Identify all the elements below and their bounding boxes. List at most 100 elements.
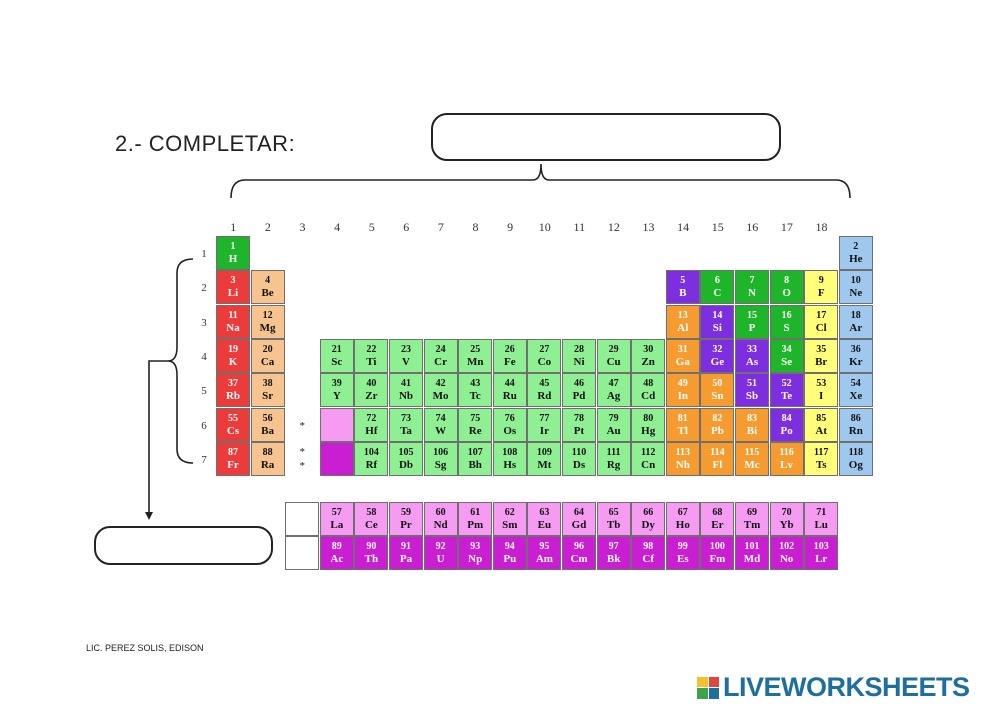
group-number: 5 <box>368 220 375 234</box>
element-cell <box>319 441 354 476</box>
atomic-number: 77 <box>539 412 550 424</box>
atomic-number: 89 <box>331 541 342 553</box>
periods-arrow-line <box>148 360 168 512</box>
element-symbol: W <box>435 424 447 437</box>
atomic-number: 8 <box>784 275 790 287</box>
atomic-number: 85 <box>816 412 827 424</box>
atomic-number: 6 <box>714 275 720 287</box>
element-symbol: H <box>228 253 238 265</box>
atomic-number: 76 <box>504 412 515 424</box>
element-symbol: Ag <box>606 390 621 403</box>
atomic-number: 52 <box>781 378 792 390</box>
atomic-number: 12 <box>262 309 273 321</box>
worksheet-title: 2.- COMPLETAR: <box>115 131 296 156</box>
element-symbol: Ce <box>364 519 378 531</box>
atomic-number: 39 <box>331 378 342 390</box>
atomic-number: 34 <box>781 343 792 355</box>
atomic-number: 107 <box>467 446 483 458</box>
atomic-number: 1 <box>230 241 236 252</box>
atomic-number: 24 <box>435 343 446 355</box>
element-symbol: Hs <box>503 458 517 471</box>
element-symbol: Rf <box>365 458 378 471</box>
atomic-number: 109 <box>536 446 552 458</box>
atomic-number: 37 <box>228 378 238 390</box>
atomic-number: 7 <box>749 275 755 287</box>
series-marker: * <box>299 419 305 432</box>
atomic-number: 69 <box>747 507 757 518</box>
element-symbol: Tl <box>677 424 688 437</box>
atomic-number: 111 <box>606 446 621 458</box>
atomic-number: 103 <box>813 541 829 553</box>
element-symbol: Tb <box>606 519 621 531</box>
atomic-number: 58 <box>366 507 377 518</box>
element-symbol: U <box>436 553 445 566</box>
element-symbol: Yb <box>779 519 794 531</box>
element-symbol: Sr <box>262 390 274 403</box>
element-symbol: Md <box>743 553 761 566</box>
period-number: 7 <box>201 453 207 466</box>
element-symbol: Rb <box>225 390 241 403</box>
atomic-number: 117 <box>813 446 829 458</box>
atomic-number: 79 <box>608 412 619 424</box>
element-symbol: Te <box>780 390 793 403</box>
series-marker: * <box>299 459 305 472</box>
atomic-number: 75 <box>470 412 481 424</box>
atomic-number: 31 <box>677 343 688 355</box>
periods-answer-box[interactable] <box>94 526 273 565</box>
atomic-number: 3 <box>230 275 236 287</box>
element-symbol: Cm <box>570 553 588 566</box>
atomic-number: 104 <box>363 446 379 458</box>
atomic-number: 5 <box>680 275 686 287</box>
period-number: 6 <box>201 419 207 432</box>
atomic-number: 40 <box>366 378 377 390</box>
period-number: 5 <box>201 385 207 398</box>
atomic-number: 23 <box>401 343 411 355</box>
group-number: 6 <box>403 220 410 234</box>
groups-answer-box[interactable] <box>431 113 781 161</box>
element-symbol: Bh <box>468 458 482 471</box>
atomic-number: 60 <box>435 507 446 518</box>
group-number: 4 <box>334 220 341 234</box>
atomic-number: 92 <box>435 541 446 553</box>
group-number: 11 <box>573 220 586 234</box>
atomic-number: 108 <box>502 446 518 458</box>
element-symbol: Sn <box>711 390 724 403</box>
element-symbol: Y <box>332 390 341 403</box>
element-symbol: Cr <box>434 355 447 368</box>
element-symbol: Og <box>848 458 863 471</box>
atomic-number: 45 <box>539 378 550 390</box>
element-symbol: Hf <box>365 424 378 437</box>
element-symbol: Mg <box>259 321 276 334</box>
